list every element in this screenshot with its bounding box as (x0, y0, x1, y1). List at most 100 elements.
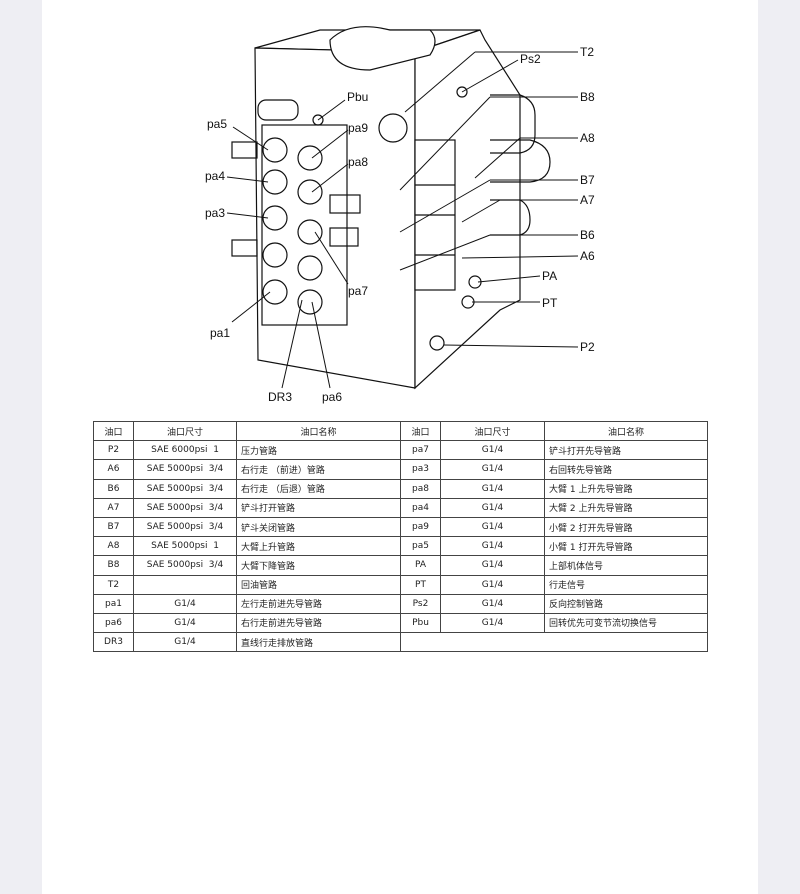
label-T2: T2 (580, 45, 594, 59)
cell-size: G1/4 (440, 440, 545, 461)
cell-size: G1/4 (440, 478, 545, 499)
cell-name: 大臂上升管路 (236, 536, 401, 557)
cell-port: PT (400, 574, 441, 595)
cell-name: 铲斗打开先导管路 (544, 440, 708, 461)
cell-size: G1/4 (133, 593, 237, 614)
cell-port: A6 (93, 459, 134, 480)
header-size: 油口尺寸 (133, 420, 237, 442)
cell-size: G1/4 (440, 593, 545, 614)
cell-port: B7 (93, 516, 134, 538)
label-pa7: pa7 (348, 284, 368, 298)
cell-port: pa6 (93, 612, 134, 634)
cell-name: 小臂 1 打开先导管路 (544, 536, 708, 557)
cell-name: 上部机体信号 (544, 555, 708, 576)
label-pa3: pa3 (205, 206, 225, 220)
label-A6: A6 (580, 249, 595, 263)
cell-port: A7 (93, 497, 134, 518)
cell-port: pa4 (400, 497, 441, 518)
cell-size (133, 574, 237, 595)
cell-port: pa3 (400, 459, 441, 480)
cell-port: B6 (93, 478, 134, 499)
cell-size: SAE 5000psi 3/4 (133, 497, 237, 518)
cell-name: 大臂下降管路 (236, 555, 401, 576)
cell-size: G1/4 (133, 612, 237, 634)
cell-size: G1/4 (440, 555, 545, 576)
header-port: 油口 (93, 420, 134, 442)
cell-size: SAE 5000psi 3/4 (133, 555, 237, 576)
cell-name: 左行走前进先导管路 (236, 593, 401, 614)
cell-size: G1/4 (440, 497, 545, 518)
label-pa6: pa6 (322, 390, 342, 404)
header-port: 油口 (400, 420, 441, 442)
label-B6: B6 (580, 228, 595, 242)
cell-name: 右回转先导管路 (544, 459, 708, 480)
cell-size: G1/4 (133, 632, 237, 653)
cell-port: PA (400, 555, 441, 576)
cell-port: pa9 (400, 516, 441, 538)
cell-port: Ps2 (400, 593, 441, 614)
label-Ps2: Ps2 (520, 52, 541, 66)
cell-name: 反向控制管路 (544, 593, 708, 614)
label-B7: B7 (580, 173, 595, 187)
cell-name: 右行走 （前进）管路 (236, 459, 401, 480)
cell-port: T2 (93, 574, 134, 595)
cell-size: G1/4 (440, 574, 545, 595)
cell-port: pa1 (93, 593, 134, 614)
empty-row (400, 632, 708, 653)
label-DR3: DR3 (268, 390, 292, 404)
cell-port: pa5 (400, 536, 441, 557)
cell-port: B8 (93, 555, 134, 576)
cell-port: pa8 (400, 478, 441, 499)
cell-port: pa7 (400, 440, 441, 461)
label-B8: B8 (580, 90, 595, 104)
cell-name: 压力管路 (236, 440, 401, 461)
header-size: 油口尺寸 (440, 420, 545, 442)
label-pa1: pa1 (210, 326, 230, 340)
cell-name: 小臂 2 打开先导管路 (544, 516, 708, 538)
cell-size: G1/4 (440, 612, 545, 634)
cell-port: P2 (93, 440, 134, 461)
cell-name: 直线行走排放管路 (236, 632, 401, 653)
cell-name: 铲斗关闭管路 (236, 516, 401, 538)
label-PA: PA (542, 269, 557, 283)
cell-size: G1/4 (440, 459, 545, 480)
cell-name: 大臂 2 上升先导管路 (544, 497, 708, 518)
valve-block-diagram: T2 Ps2 Pbu B8 pa5 pa9 A8 pa8 pa4 B7 A7 p… (205, 26, 595, 404)
cell-port: A8 (93, 536, 134, 557)
empty-cell (400, 632, 708, 653)
cell-name: 铲斗打开管路 (236, 497, 401, 518)
cell-port: DR3 (93, 632, 134, 653)
label-Pbu: Pbu (347, 90, 368, 104)
cell-size: SAE 5000psi 3/4 (133, 459, 237, 480)
label-pa4: pa4 (205, 169, 225, 183)
cell-name: 右行走 （后退）管路 (236, 478, 401, 499)
cell-size: SAE 6000psi 1 (133, 440, 237, 461)
cell-size: SAE 5000psi 3/4 (133, 516, 237, 538)
cell-name: 大臂 1 上升先导管路 (544, 478, 708, 499)
cell-name: 回转优先可变节流切换信号 (544, 612, 708, 634)
label-pa5: pa5 (207, 117, 227, 131)
header-name: 油口名称 (236, 420, 401, 442)
cell-name: 行走信号 (544, 574, 708, 595)
cell-name: 右行走前进先导管路 (236, 612, 401, 634)
header-name: 油口名称 (544, 420, 708, 442)
